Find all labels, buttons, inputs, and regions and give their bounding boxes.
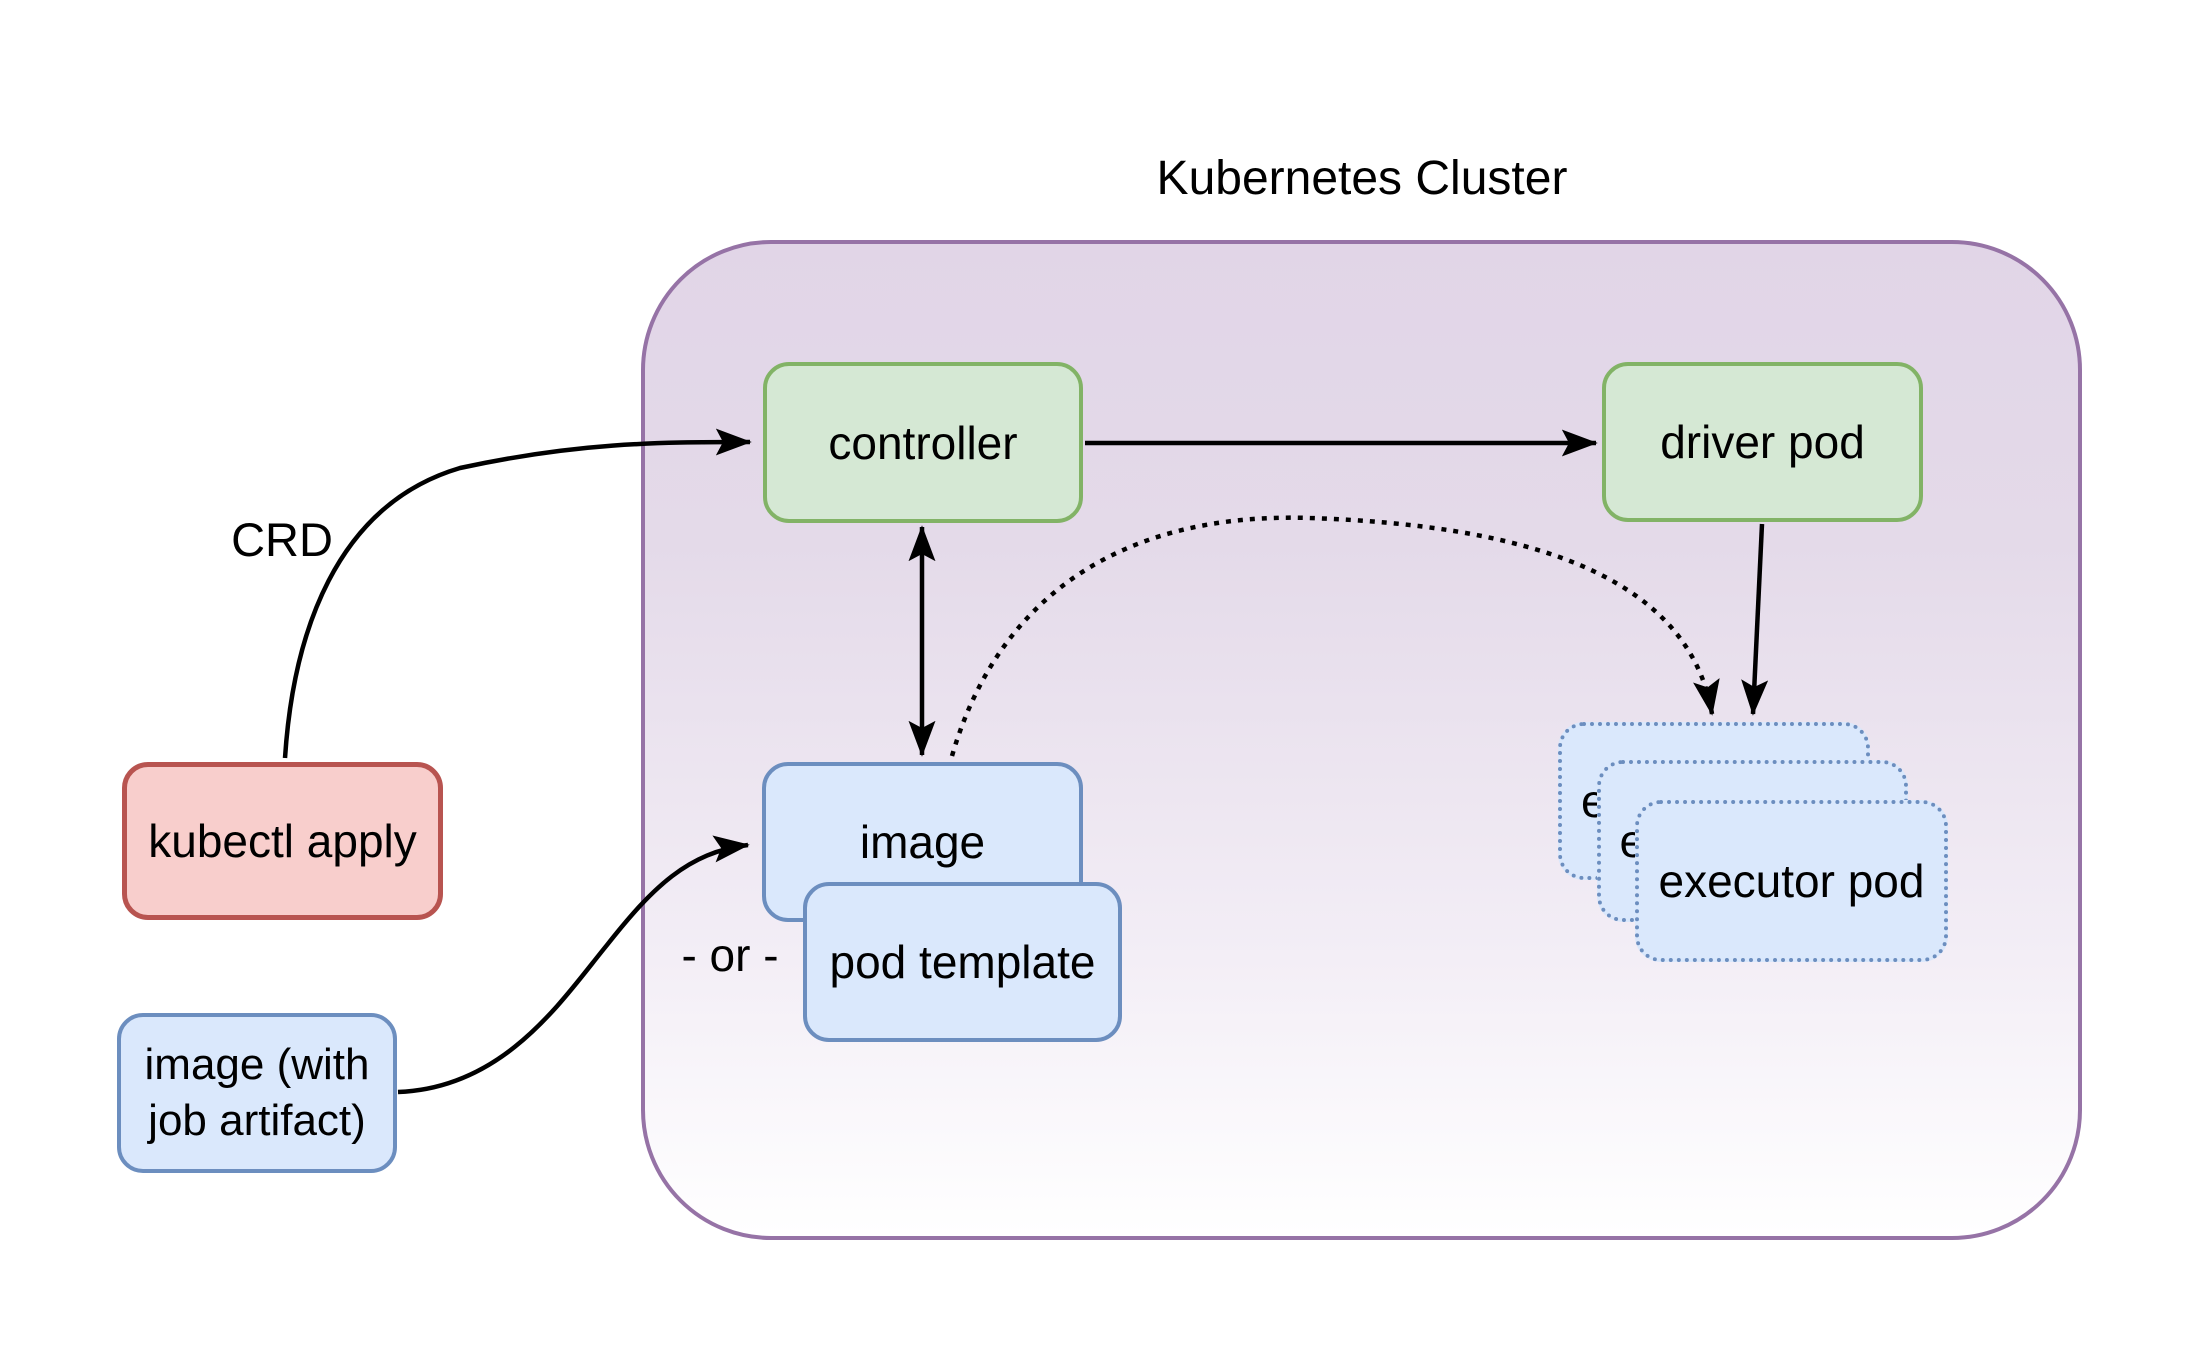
executor-pod-label: executor pod <box>1658 855 1925 907</box>
controller-label: controller <box>828 416 1018 469</box>
cluster-title: Kubernetes Cluster <box>1156 152 1568 205</box>
kubectl-apply-node: kubectl apply <box>122 762 443 920</box>
driver-pod-label: driver pod <box>1660 416 1865 468</box>
image-artifact-label-line1: image (with <box>144 1040 370 1089</box>
pod-template-node: pod template <box>803 882 1122 1042</box>
image-label: image <box>859 816 986 868</box>
or-edge-label: - or - <box>681 929 779 981</box>
executor-pod-node-front: executor pod <box>1635 800 1948 962</box>
driver-pod-node: driver pod <box>1602 362 1923 522</box>
image-artifact-label-line2: job artifact) <box>148 1096 366 1145</box>
image-with-job-artifact-node: image (with job artifact) <box>117 1013 397 1173</box>
kubectl-apply-label: kubectl apply <box>148 815 417 867</box>
pod-template-label: pod template <box>829 936 1096 988</box>
image-artifact-label: image (with job artifact) <box>145 1037 370 1149</box>
crd-edge-label: CRD <box>231 513 333 566</box>
controller-node: controller <box>763 362 1083 523</box>
